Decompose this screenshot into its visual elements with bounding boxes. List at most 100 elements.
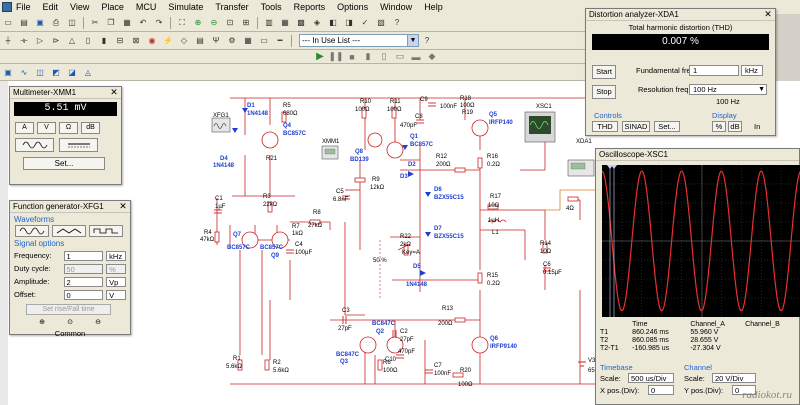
spreadsheet-icon[interactable]: ▦ [281, 18, 289, 27]
menu-simulate[interactable]: Simulate [168, 2, 204, 12]
frequency-field[interactable]: 1 [63, 250, 104, 261]
cursor-t2-handle[interactable] [611, 165, 617, 169]
menu-edit[interactable]: Edit [42, 2, 59, 12]
thd-button[interactable]: THD [592, 121, 618, 132]
menu-window[interactable]: Window [380, 2, 413, 12]
cursor-t1-handle[interactable] [607, 165, 613, 169]
sinad-button[interactable]: SINAD [622, 121, 650, 132]
menu-mcu[interactable]: MCU [135, 2, 157, 12]
erc-icon[interactable]: ✓ [361, 18, 369, 27]
copy-icon[interactable]: ❐ [107, 18, 115, 27]
fundamental-freq-unit[interactable]: kHz [741, 65, 763, 76]
transistor-icon[interactable]: ⊳ [52, 36, 60, 45]
postprocessor-icon[interactable]: ◨ [345, 18, 353, 27]
diode-icon[interactable]: ▷ [36, 36, 44, 45]
wattmeter-instrument-icon[interactable]: ◫ [36, 67, 44, 77]
grapher-icon[interactable]: ◧ [329, 18, 337, 27]
menu-file[interactable]: File [16, 2, 31, 12]
ttl-icon[interactable]: ▯ [85, 36, 91, 45]
breakpoint-icon[interactable]: ◆ [428, 51, 436, 61]
help-icon[interactable]: ? [424, 36, 430, 45]
in-use-list-dropdown[interactable]: --- In Use List ---▼ [299, 34, 419, 47]
dc-mode-button[interactable] [59, 138, 98, 152]
sine-waveform-button[interactable] [15, 225, 49, 237]
x-position-field[interactable]: 0 [648, 385, 674, 395]
source-icon[interactable]: ⏚ [4, 36, 12, 45]
basic-icon[interactable]: ⟛ [20, 35, 28, 45]
ohmmeter-button[interactable]: Ω [59, 122, 78, 134]
function-generator-titlebar[interactable]: Function generator-XFG1 ✕ [10, 201, 130, 213]
rf-icon[interactable]: Ψ [212, 36, 220, 45]
distortion-analyzer-window[interactable]: Distortion analyzer-XDA1 ✕ Total harmoni… [585, 8, 776, 136]
start-button[interactable]: Start [592, 65, 616, 79]
timebase-scale-field[interactable]: 500 us/Div [628, 373, 674, 383]
channel-a-ypos-field[interactable]: 0 [732, 385, 756, 395]
da-set-button[interactable]: Set... [654, 121, 680, 132]
close-icon[interactable]: ✕ [110, 87, 118, 97]
mixed-icon[interactable]: ⊠ [132, 36, 140, 45]
menu-tools[interactable]: Tools [260, 2, 282, 12]
function-generator-instrument-icon[interactable]: ∿ [20, 67, 28, 77]
menu-transfer[interactable]: Transfer [215, 2, 249, 12]
open-icon[interactable]: ▤ [20, 18, 28, 27]
print-preview-icon[interactable]: ◫ [68, 18, 76, 27]
plus-terminal-icon[interactable]: ⊕ [39, 319, 45, 326]
minus-terminal-icon[interactable]: ⊖ [95, 319, 101, 326]
bus-icon[interactable]: ━ [277, 36, 283, 45]
print-icon[interactable]: ⎙ [52, 17, 60, 27]
misc-digital-icon[interactable]: ⊟ [116, 36, 124, 45]
oscilloscope-screen[interactable] [601, 165, 800, 317]
fullscreen-icon[interactable]: ⛶ [179, 17, 185, 27]
bode-plotter-icon[interactable]: ◬ [84, 67, 92, 77]
menu-place[interactable]: Place [101, 2, 124, 12]
percent-display-button[interactable]: % [712, 121, 726, 132]
oscilloscope-instrument-icon[interactable]: ◩ [52, 67, 60, 77]
zoom-in-icon[interactable]: ⊕ [194, 18, 202, 27]
new-icon[interactable]: ▭ [4, 18, 12, 27]
component-wizard-icon[interactable]: ◈ [313, 18, 321, 27]
indicator-icon[interactable]: ◉ [148, 36, 156, 45]
multimeter-instrument-icon[interactable]: ▣ [4, 67, 12, 77]
fundamental-freq-field[interactable]: 1 [689, 65, 739, 76]
stop-simulation-icon[interactable]: ■ [349, 51, 355, 62]
step-icon[interactable]: ▮ [365, 51, 371, 61]
ultiboard-icon[interactable]: ▧ [377, 18, 385, 27]
menu-reports[interactable]: Reports [293, 2, 326, 12]
close-icon[interactable]: ✕ [119, 201, 127, 211]
zoom-area-icon[interactable]: ⊡ [226, 18, 234, 27]
xsc1-instrument[interactable] [524, 111, 556, 143]
ammeter-button[interactable]: A [15, 122, 34, 134]
zoom-fit-icon[interactable]: ⊞ [242, 18, 250, 27]
amplitude-field[interactable]: 2 [63, 276, 104, 287]
close-icon[interactable]: ✕ [764, 9, 772, 19]
common-terminal-icon[interactable]: ⊙ [67, 319, 73, 326]
analog-icon[interactable]: △ [68, 36, 76, 45]
triangle-waveform-button[interactable] [52, 225, 86, 237]
step-into-icon[interactable]: ▭ [395, 51, 405, 61]
cmos-icon[interactable]: ▮ [101, 36, 107, 45]
multimeter-window[interactable]: Multimeter-XMM1 ✕ 5.51 mV A V Ω dB Set..… [9, 86, 122, 185]
xfg1-instrument[interactable] [211, 117, 231, 133]
power-icon[interactable]: ⚡ [163, 36, 173, 45]
ac-mode-button[interactable] [15, 138, 54, 152]
electromechanical-icon[interactable]: ⚙ [228, 36, 236, 45]
step-out-icon[interactable]: ▬ [411, 51, 421, 62]
multimeter-titlebar[interactable]: Multimeter-XMM1 ✕ [10, 87, 121, 99]
pause-simulation-icon[interactable]: ❚❚ [328, 51, 344, 61]
offset-unit[interactable]: V [106, 289, 126, 300]
offset-field[interactable]: 0 [63, 289, 104, 300]
distortion-analyzer-titlebar[interactable]: Distortion analyzer-XDA1 ✕ [586, 9, 775, 21]
voltmeter-button[interactable]: V [37, 122, 56, 134]
cut-icon[interactable]: ✂ [91, 18, 99, 27]
menu-help[interactable]: Help [424, 2, 443, 12]
redo-icon[interactable]: ↷ [155, 18, 163, 27]
menu-options[interactable]: Options [337, 2, 369, 12]
decibel-button[interactable]: dB [81, 122, 100, 134]
database-icon[interactable]: ▩ [297, 18, 305, 27]
oscilloscope-window[interactable]: Oscilloscope-XSC1 Time Channel_A Chan [595, 148, 800, 405]
misc-icon[interactable]: ◇ [180, 36, 188, 45]
db-display-button[interactable]: dB [728, 121, 742, 132]
oscilloscope-titlebar[interactable]: Oscilloscope-XSC1 [596, 149, 799, 161]
save-icon[interactable]: ▣ [36, 18, 44, 27]
resolution-freq-dropdown[interactable]: 100 Hz▼ [689, 84, 767, 95]
